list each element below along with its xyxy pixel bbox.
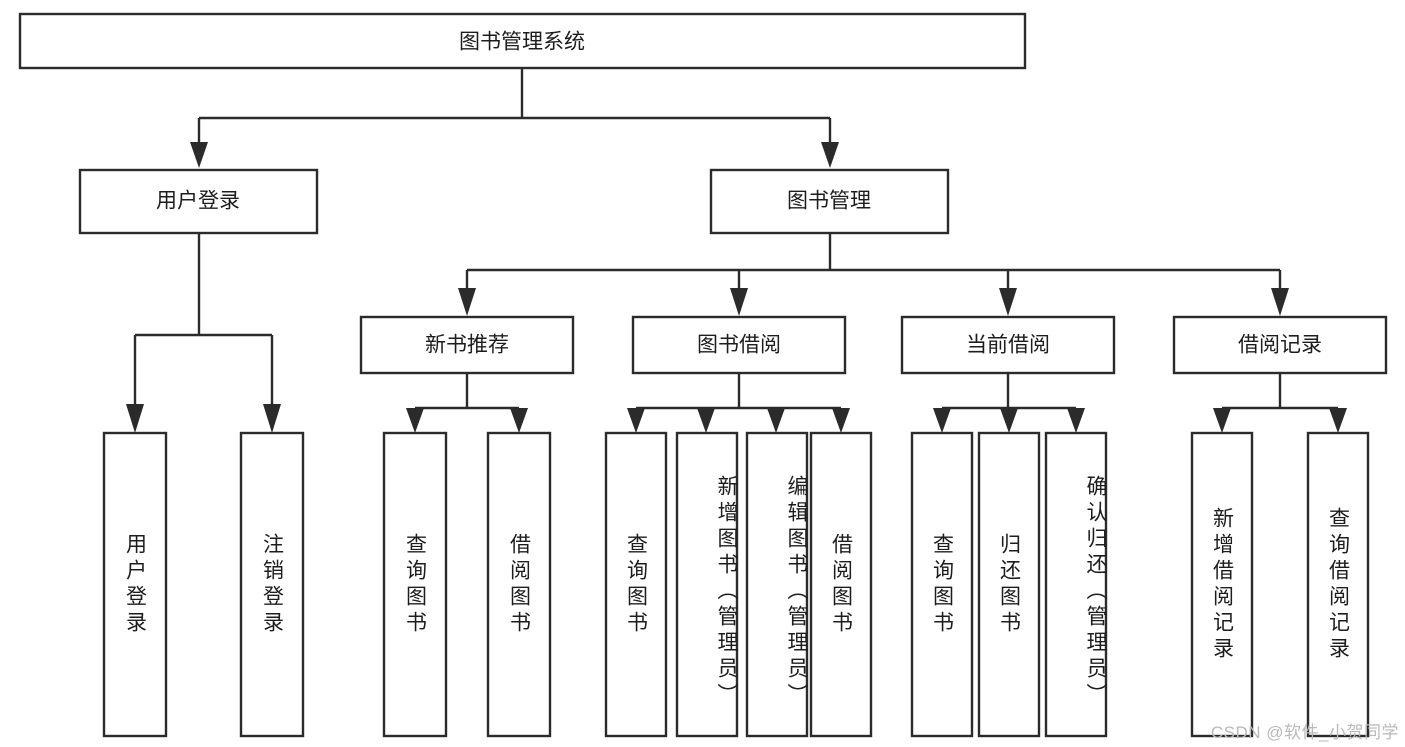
node-box-borrow-record[interactable] [1172,315,1388,375]
arrow-head-icon [933,408,951,433]
edge-group-borrow-record [1213,373,1347,433]
node-box-leaf-confirm-return[interactable] [1044,431,1108,738]
node-label-book-manage: 图书管理 [787,190,871,213]
node-label-new-book-recommend: 新书推荐 [425,334,509,357]
arrow-head-icon [1271,288,1289,316]
node-borrow-record[interactable]: 借阅记录 [1172,315,1388,375]
node-new-book-recommend[interactable]: 新书推荐 [359,315,575,375]
node-current-borrow[interactable]: 当前借阅 [900,315,1116,375]
edge-group-book-borrow [627,373,850,433]
arrow-head-icon [458,288,476,316]
node-root[interactable]: 图书管理系统 [18,12,1027,70]
node-label-current-borrow: 当前借阅 [966,334,1050,357]
edge-group-current-borrow [933,373,1085,433]
arrow-head-icon [406,408,424,433]
node-label-borrow-record: 借阅记录 [1238,334,1322,357]
arrow-head-icon [697,408,715,433]
arrow-head-icon [821,142,839,168]
node-box-leaf-add-book[interactable] [675,431,739,738]
node-box-leaf-query-book-1[interactable] [382,431,448,738]
node-box-book-manage[interactable] [709,168,950,235]
arrow-head-icon [627,408,645,433]
node-box-user-login[interactable] [78,168,319,235]
node-user-login[interactable]: 用户登录 [78,168,319,235]
node-label-user-login: 用户登录 [156,190,240,213]
node-box-leaf-user-logout[interactable] [239,431,305,738]
arrow-head-icon [510,408,528,433]
node-box-leaf-add-record[interactable] [1190,431,1254,738]
node-box-new-book-recommend[interactable] [359,315,575,375]
node-book-borrow[interactable]: 图书借阅 [631,315,847,375]
edge-group-user-login [126,233,281,433]
node-book-manage[interactable]: 图书管理 [709,168,950,235]
arrow-head-icon [832,408,850,433]
node-box-book-borrow[interactable] [631,315,847,375]
arrow-head-icon [730,288,748,316]
watermark-text: CSDN @软件_小贺同学 [1210,723,1399,742]
arrow-head-icon [767,408,785,433]
arrow-head-icon [1213,408,1231,433]
node-box-leaf-query-book-3[interactable] [910,431,974,738]
node-label-book-borrow: 图书借阅 [697,334,781,357]
node-box-root[interactable] [18,12,1027,70]
arrow-head-icon [190,142,208,168]
edge-group-book-manage [458,233,1289,316]
arrow-head-icon [263,404,281,433]
node-box-leaf-borrow-book-2[interactable] [809,431,873,738]
node-label-root: 图书管理系统 [459,31,585,54]
arrow-head-icon [999,288,1017,316]
node-box-leaf-user-login[interactable] [102,431,168,738]
node-box-leaf-query-record[interactable] [1306,431,1370,738]
node-box-leaf-edit-book[interactable] [745,431,809,738]
arrow-head-icon [126,404,144,433]
edge-group-root [190,68,839,168]
edge-group-new-book-recommend [406,373,528,433]
arrow-head-icon [1000,408,1018,433]
node-box-leaf-return-book[interactable] [977,431,1041,738]
leaf-node-group [102,431,1370,738]
arrow-head-icon [1329,408,1347,433]
node-box-current-borrow[interactable] [900,315,1116,375]
node-box-leaf-query-book-2[interactable] [604,431,668,738]
node-box-leaf-borrow-book-1[interactable] [486,431,552,738]
arrow-head-icon [1067,408,1085,433]
